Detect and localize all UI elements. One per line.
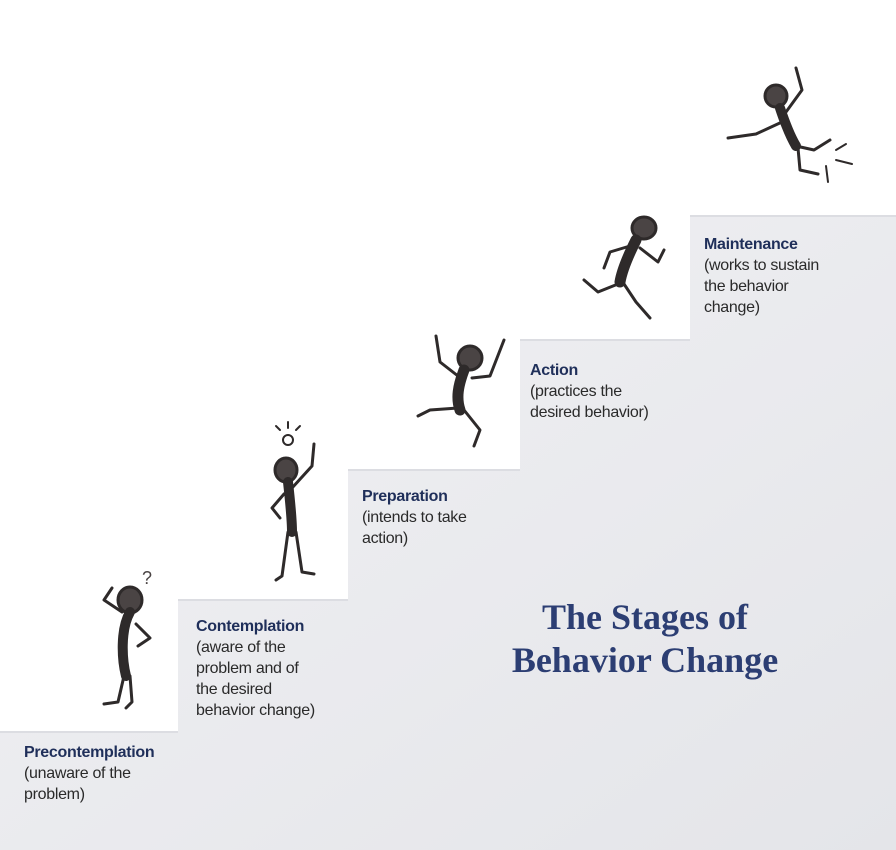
- running-figure-icon: [582, 215, 666, 320]
- stage-label-maintenance: Maintenance (works to sustain the behavi…: [704, 234, 819, 318]
- stage-description-line: desired behavior): [530, 404, 649, 421]
- stage-description-line: problem): [24, 786, 85, 803]
- thinking-figure-icon: ?: [102, 568, 152, 710]
- stage-name: Contemplation: [196, 618, 305, 635]
- stage-description-line: problem and of: [196, 660, 299, 677]
- stage-name: Preparation: [362, 488, 448, 505]
- stage-label-contemplation: Contemplation (aware of the problem and …: [196, 616, 315, 721]
- stage-description-line: (unaware of the: [24, 765, 131, 782]
- stage-description-line: change): [704, 299, 760, 316]
- stage-label-preparation: Preparation (intends to take action): [362, 486, 467, 549]
- stage-label-precontemplation: Precontemplation (unaware of the problem…: [24, 742, 155, 805]
- stage-description-line: action): [362, 530, 408, 547]
- stage-description-line: the behavior: [704, 278, 789, 295]
- crouching-figure-icon: [416, 334, 506, 448]
- stage-name: Precontemplation: [24, 744, 155, 761]
- diagram-title: The Stages of Behavior Change: [470, 596, 820, 682]
- svg-text:?: ?: [142, 568, 152, 588]
- stage-name: Maintenance: [704, 236, 798, 253]
- stage-description-line: (intends to take: [362, 509, 467, 526]
- leaping-figure-icon: [726, 66, 853, 183]
- stage-description-line: (works to sustain: [704, 257, 819, 274]
- title-line: The Stages of: [542, 597, 748, 637]
- stage-description-line: (aware of the: [196, 639, 286, 656]
- stage-name: Action: [530, 362, 578, 379]
- lightbulb-figure-icon: [270, 421, 316, 582]
- stage-description-line: the desired: [196, 681, 272, 698]
- staircase-shape: [0, 216, 896, 850]
- stage-label-action: Action (practices the desired behavior): [530, 360, 649, 423]
- stage-description-line: behavior change): [196, 702, 315, 719]
- stage-description-line: (practices the: [530, 383, 622, 400]
- title-line: Behavior Change: [511, 640, 779, 680]
